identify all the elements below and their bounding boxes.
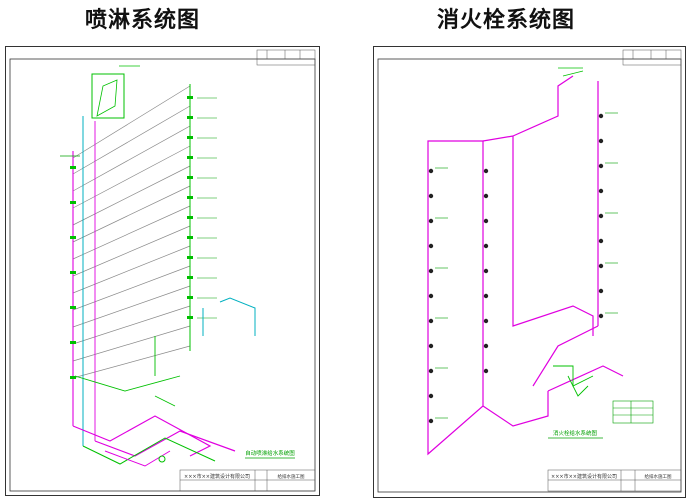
sheet-inner-border	[377, 58, 682, 493]
title-block-company: ×××市××建筑设计有限公司	[551, 473, 617, 480]
hydrant-legend: 消火栓给水系统图	[553, 429, 598, 437]
hydrant-loop	[427, 75, 624, 456]
standalone-branch	[219, 297, 256, 336]
floor-branch-pipes	[72, 85, 191, 379]
left-hydrants	[428, 168, 434, 424]
left-panel-title: 喷淋系统图	[85, 8, 201, 33]
base-manifold	[72, 336, 236, 467]
right-panel-title: 消火栓系统图	[437, 8, 576, 33]
base-valve	[158, 455, 166, 463]
pump-assembly	[553, 365, 594, 397]
sheet-outer-border	[5, 46, 320, 496]
left-riser-valves	[70, 166, 76, 379]
top-vent	[558, 67, 584, 77]
sheet-inner-border	[9, 58, 316, 492]
right-riser-label-ticks	[197, 97, 217, 319]
revision-table	[622, 49, 682, 66]
revision-table	[256, 49, 316, 66]
right-riser-valves	[187, 96, 193, 319]
right-hydrants	[598, 113, 604, 319]
title-block-sheet: 给排水施工图	[645, 473, 672, 480]
sprinkler-drawing-panel: 自动喷淋给水系统图 ×××市××建筑设计有限公司 给排水施工图	[5, 46, 320, 496]
hydrant-drawing-panel: 消火栓给水系统图 ×××市××建筑设计有限公司 给排水施工图	[373, 46, 686, 498]
title-block	[179, 469, 316, 492]
hydrant-label-ticks	[435, 112, 618, 419]
sheet-outer-border	[373, 46, 686, 498]
title-block	[547, 469, 682, 492]
title-block-sheet: 给排水施工图	[278, 473, 305, 480]
center-hydrants	[483, 168, 489, 374]
sprinkler-legend: 自动喷淋给水系统图	[245, 449, 295, 457]
title-block-company: ×××市××建筑设计有限公司	[184, 473, 250, 480]
hydrant-drawing: 消火栓给水系统图 ×××市××建筑设计有限公司 给排水施工图	[373, 46, 686, 498]
pump-room-box	[91, 73, 125, 119]
notes-table	[612, 400, 654, 424]
sprinkler-drawing: 自动喷淋给水系统图 ×××市××建筑设计有限公司 给排水施工图	[5, 46, 320, 496]
